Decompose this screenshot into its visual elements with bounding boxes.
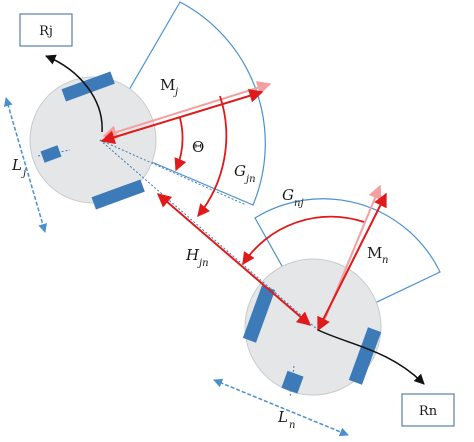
label-lj-main: L	[11, 156, 22, 174]
rn-pointer-arrow	[317, 329, 425, 385]
theta-arc	[174, 117, 187, 172]
ln-dimension	[213, 378, 349, 437]
label-mj-main: M	[160, 76, 175, 94]
robot-n-wheel-right	[348, 327, 382, 385]
robot-j	[29, 71, 157, 210]
label-hjn-sub: jn	[197, 258, 209, 269]
rj-label-box: Rj	[19, 13, 73, 47]
label-mn: M n	[367, 244, 388, 266]
mn-vector	[317, 192, 387, 332]
label-lj-sub: j	[21, 168, 26, 179]
gnj-arc	[242, 215, 365, 266]
robot-n	[242, 258, 382, 399]
label-mj-sub: j	[173, 87, 178, 98]
label-gnj-main: G	[282, 186, 294, 204]
gjn-arc	[197, 95, 228, 217]
robot-j-wheel-bottom	[91, 179, 145, 210]
label-mj: M j	[160, 76, 178, 98]
label-gjn-sub: jn	[244, 174, 256, 185]
label-theta-main: Θ	[192, 138, 204, 156]
label-gjn: G jn	[234, 162, 256, 185]
mj-vector	[100, 88, 264, 145]
rj-label: Rj	[39, 24, 53, 39]
label-mn-sub: n	[382, 255, 388, 266]
rn-label-box: Rn	[401, 393, 455, 427]
label-gjn-main: G	[234, 162, 246, 180]
label-gnj-sub: nj	[294, 198, 304, 209]
label-hjn: H jn	[185, 246, 209, 269]
rn-label: Rn	[419, 404, 438, 419]
label-lj: L j	[11, 156, 26, 179]
label-ln-sub: n	[289, 420, 295, 431]
label-hjn-main: H	[185, 246, 200, 264]
center-line-j-to-n	[99, 139, 319, 331]
label-ln: L n	[277, 408, 295, 431]
robot-j-wheel-top	[61, 71, 115, 102]
label-theta: Θ	[192, 138, 204, 156]
hjn-vector	[156, 193, 312, 326]
label-mn-main: M	[367, 244, 382, 262]
lj-dimension	[3, 97, 48, 233]
label-ln-main: L	[277, 408, 288, 426]
label-gnj: G nj	[282, 186, 304, 209]
rj-pointer-arrow	[45, 54, 103, 133]
